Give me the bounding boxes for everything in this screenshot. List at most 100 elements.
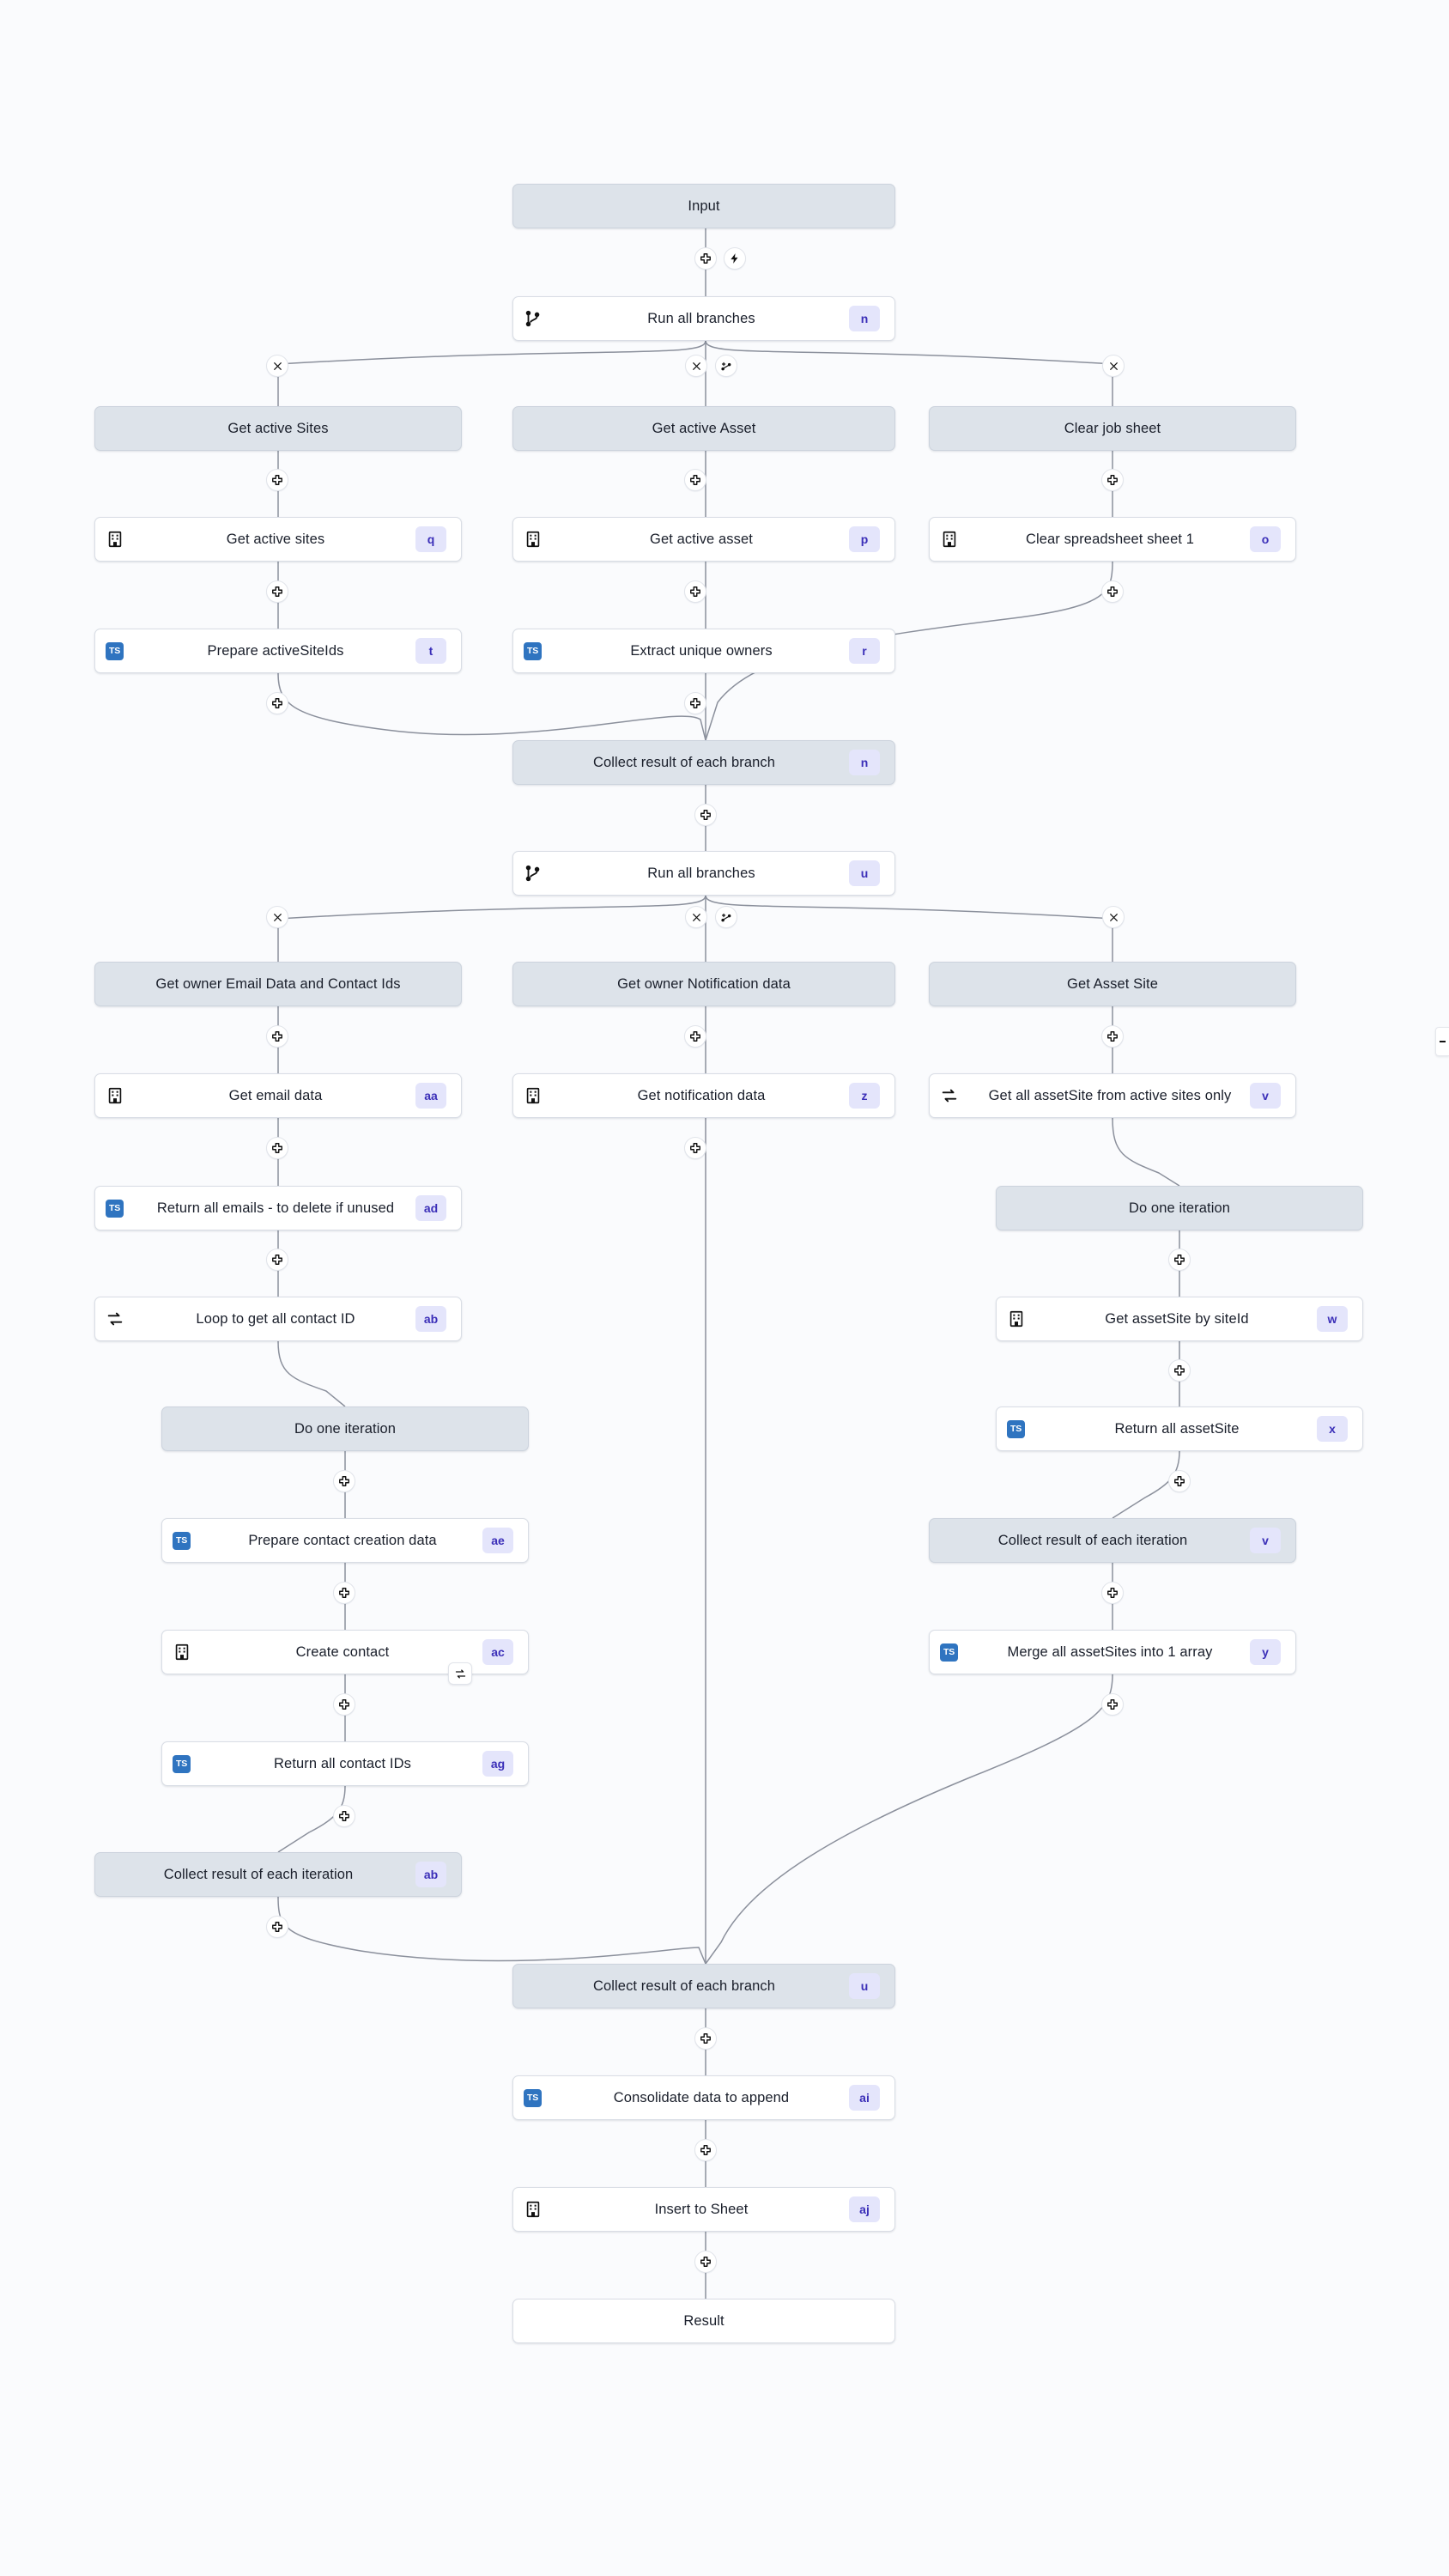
add-node-button[interactable] <box>333 1470 355 1492</box>
node-badge-slot: n <box>845 306 884 331</box>
node-shortcut-badge[interactable]: v <box>1250 1083 1281 1109</box>
node-shortcut-badge[interactable]: aj <box>849 2196 880 2222</box>
add-branch-button[interactable] <box>715 906 737 928</box>
remove-branch-button[interactable] <box>266 906 288 928</box>
remove-branch-button[interactable] <box>266 355 288 377</box>
remove-branch-button[interactable] <box>685 355 707 377</box>
add-node-button[interactable] <box>266 1025 288 1048</box>
remove-branch-button[interactable] <box>1102 906 1125 928</box>
node-shortcut-badge[interactable]: z <box>849 1083 880 1109</box>
trigger-bolt-button[interactable] <box>724 247 746 270</box>
node-clear_job_sheet_hdr[interactable]: Clear job sheet <box>929 406 1296 451</box>
node-shortcut-badge[interactable]: ae <box>482 1528 513 1553</box>
add-node-button[interactable] <box>1168 1470 1191 1492</box>
node-badge-slot: v <box>1246 1083 1285 1109</box>
node-get_asset_site_hdr[interactable]: Get Asset Site <box>929 962 1296 1006</box>
node-owner_email_hdr[interactable]: Get owner Email Data and Contact Ids <box>94 962 462 1006</box>
node-shortcut-badge[interactable]: n <box>849 306 880 331</box>
node-shortcut-badge[interactable]: o <box>1250 526 1281 552</box>
add-node-button[interactable] <box>333 1582 355 1604</box>
node-get_active_sites_hdr[interactable]: Get active Sites <box>94 406 462 451</box>
add-node-button[interactable] <box>1101 1582 1124 1604</box>
node-shortcut-badge[interactable]: ai <box>849 2085 880 2111</box>
add-node-button[interactable] <box>266 1249 288 1271</box>
node-shortcut-badge[interactable]: q <box>415 526 446 552</box>
add-node-button[interactable] <box>684 1137 706 1159</box>
add-node-button[interactable] <box>684 1025 706 1048</box>
node-result[interactable]: Result <box>512 2299 895 2343</box>
add-node-button[interactable] <box>333 1805 355 1827</box>
add-node-button[interactable] <box>266 580 288 603</box>
add-node-button[interactable] <box>266 1137 288 1159</box>
node-shortcut-badge[interactable]: aa <box>415 1083 446 1109</box>
node-do_one_iteration_l[interactable]: Do one iteration <box>161 1406 529 1451</box>
node-shortcut-badge[interactable]: ab <box>415 1306 446 1332</box>
node-shortcut-badge[interactable]: y <box>1250 1639 1281 1665</box>
add-node-button[interactable] <box>266 1916 288 1938</box>
add-node-button[interactable] <box>694 2139 717 2161</box>
add-node-button[interactable] <box>694 804 717 826</box>
node-get_all_assetsite[interactable]: Get all assetSite from active sites only… <box>929 1073 1296 1118</box>
node-shortcut-badge[interactable]: u <box>849 1973 880 1999</box>
node-shortcut-badge[interactable]: u <box>849 860 880 886</box>
add-node-button[interactable] <box>266 692 288 714</box>
node-shortcut-badge[interactable]: w <box>1317 1306 1348 1332</box>
node-shortcut-badge[interactable]: t <box>415 638 446 664</box>
add-branch-button[interactable] <box>715 355 737 377</box>
add-node-button[interactable] <box>266 469 288 491</box>
node-do_one_iteration_r[interactable]: Do one iteration <box>996 1186 1363 1230</box>
add-node-button[interactable] <box>684 469 706 491</box>
add-node-button[interactable] <box>684 580 706 603</box>
node-shortcut-badge[interactable]: ab <box>415 1862 446 1887</box>
add-node-button[interactable] <box>1101 469 1124 491</box>
node-shortcut-badge[interactable]: ag <box>482 1751 513 1777</box>
add-node-button[interactable] <box>333 1693 355 1716</box>
node-input[interactable]: Input <box>512 184 895 228</box>
node-shortcut-badge[interactable]: ac <box>482 1639 513 1665</box>
add-node-button[interactable] <box>694 2251 717 2273</box>
retry-badge[interactable] <box>448 1662 472 1685</box>
node-get_active_asset_hdr[interactable]: Get active Asset <box>512 406 895 451</box>
remove-branch-button[interactable] <box>685 906 707 928</box>
add-node-button[interactable] <box>1101 1693 1124 1716</box>
node-shortcut-badge[interactable]: v <box>1250 1528 1281 1553</box>
add-node-button[interactable] <box>694 247 717 270</box>
add-node-button[interactable] <box>1101 1025 1124 1048</box>
node-shortcut-badge[interactable]: ad <box>415 1195 446 1221</box>
node-shortcut-badge[interactable]: x <box>1317 1416 1348 1442</box>
add-node-button[interactable] <box>694 2027 717 2050</box>
remove-branch-button[interactable] <box>1102 355 1125 377</box>
right-edge-collapsed-control[interactable] <box>1435 1027 1449 1056</box>
add-node-button[interactable] <box>1168 1359 1191 1382</box>
node-shortcut-badge[interactable]: p <box>849 526 880 552</box>
node-owner_notif_hdr[interactable]: Get owner Notification data <box>512 962 895 1006</box>
add-node-button[interactable] <box>1101 580 1124 603</box>
node-shortcut-badge[interactable]: n <box>849 750 880 775</box>
node-shortcut-badge[interactable]: r <box>849 638 880 664</box>
add-node-button[interactable] <box>1168 1249 1191 1271</box>
add-node-button[interactable] <box>684 692 706 714</box>
